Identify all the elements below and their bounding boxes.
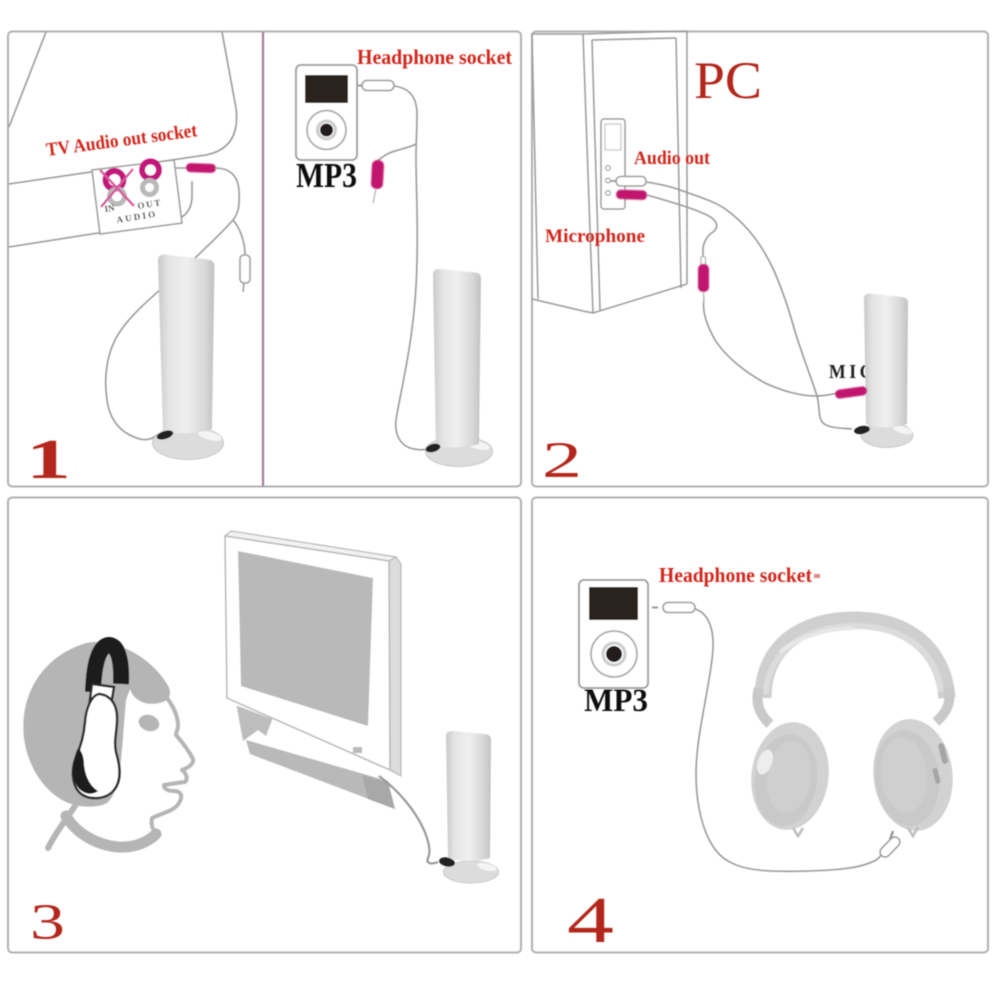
svg-text:MIC: MIC xyxy=(829,361,876,383)
svg-text:1: 1 xyxy=(26,429,71,491)
svg-text:4: 4 xyxy=(567,884,614,957)
svg-text:2: 2 xyxy=(542,433,582,489)
svg-text:Audio out: Audio out xyxy=(634,148,711,169)
svg-text:IN: IN xyxy=(104,202,116,214)
svg-text:OUT: OUT xyxy=(137,198,161,211)
svg-text:TV Audio out socket: TV Audio out socket xyxy=(45,120,199,161)
svg-text:Headphone socket: Headphone socket xyxy=(357,45,512,69)
svg-text:Headphone socket: Headphone socket xyxy=(659,563,812,587)
svg-text:Microphone: Microphone xyxy=(545,226,645,247)
svg-text:MP3: MP3 xyxy=(584,683,648,719)
svg-text:MP3: MP3 xyxy=(296,156,357,195)
svg-text:PC: PC xyxy=(694,52,762,110)
svg-text:3: 3 xyxy=(30,895,65,951)
